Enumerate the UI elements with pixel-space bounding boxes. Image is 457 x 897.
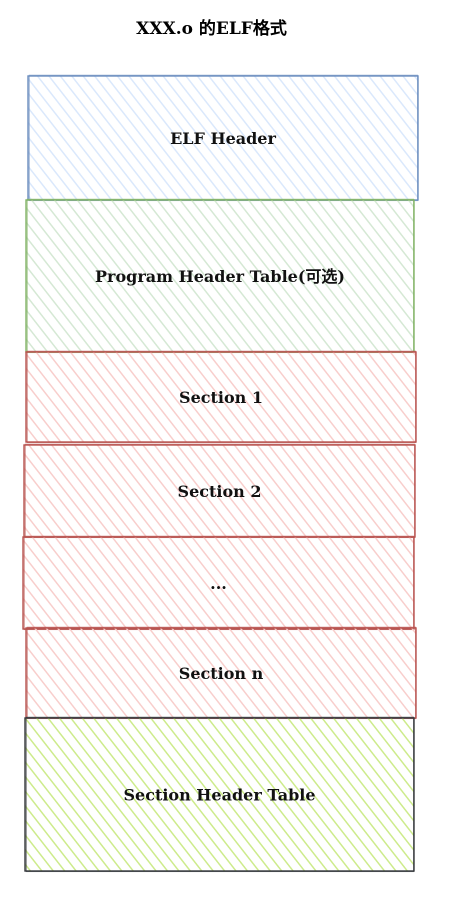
ellipsis-block: ... xyxy=(22,535,415,631)
ellipsis-label: ... xyxy=(210,574,227,593)
section-2-label: Section 2 xyxy=(178,482,262,501)
section-1-block-fill xyxy=(26,352,416,442)
section-n-block-fill xyxy=(26,628,416,718)
section-header-table-label: Section Header Table xyxy=(123,786,315,805)
elf-header-label: ELF Header xyxy=(170,129,276,148)
section-1-block: Section 1 xyxy=(25,350,417,444)
section-header-table-block-border-sketch xyxy=(25,716,415,873)
ellipsis-block-fill xyxy=(23,537,414,629)
section-2-block: Section 2 xyxy=(23,443,416,539)
section-n-label: Section n xyxy=(179,664,264,683)
elf-header-block-fill xyxy=(28,76,418,200)
program-header-table-block: Program Header Table(可选) xyxy=(25,198,415,354)
section-header-table-block: Section Header Table xyxy=(24,716,415,873)
section-1-block-border-sketch xyxy=(26,350,417,444)
section-n-block: Section n xyxy=(25,626,417,720)
diagram-title: XXX.o 的ELF格式 xyxy=(136,19,287,39)
program-header-table-block-fill xyxy=(26,200,414,352)
elf-header-block: ELF Header xyxy=(27,74,419,202)
section-2-block-fill xyxy=(24,445,415,537)
section-header-table-block-fill xyxy=(25,718,414,871)
section-1-label: Section 1 xyxy=(179,388,263,407)
program-header-table-label: Program Header Table(可选) xyxy=(95,267,345,286)
